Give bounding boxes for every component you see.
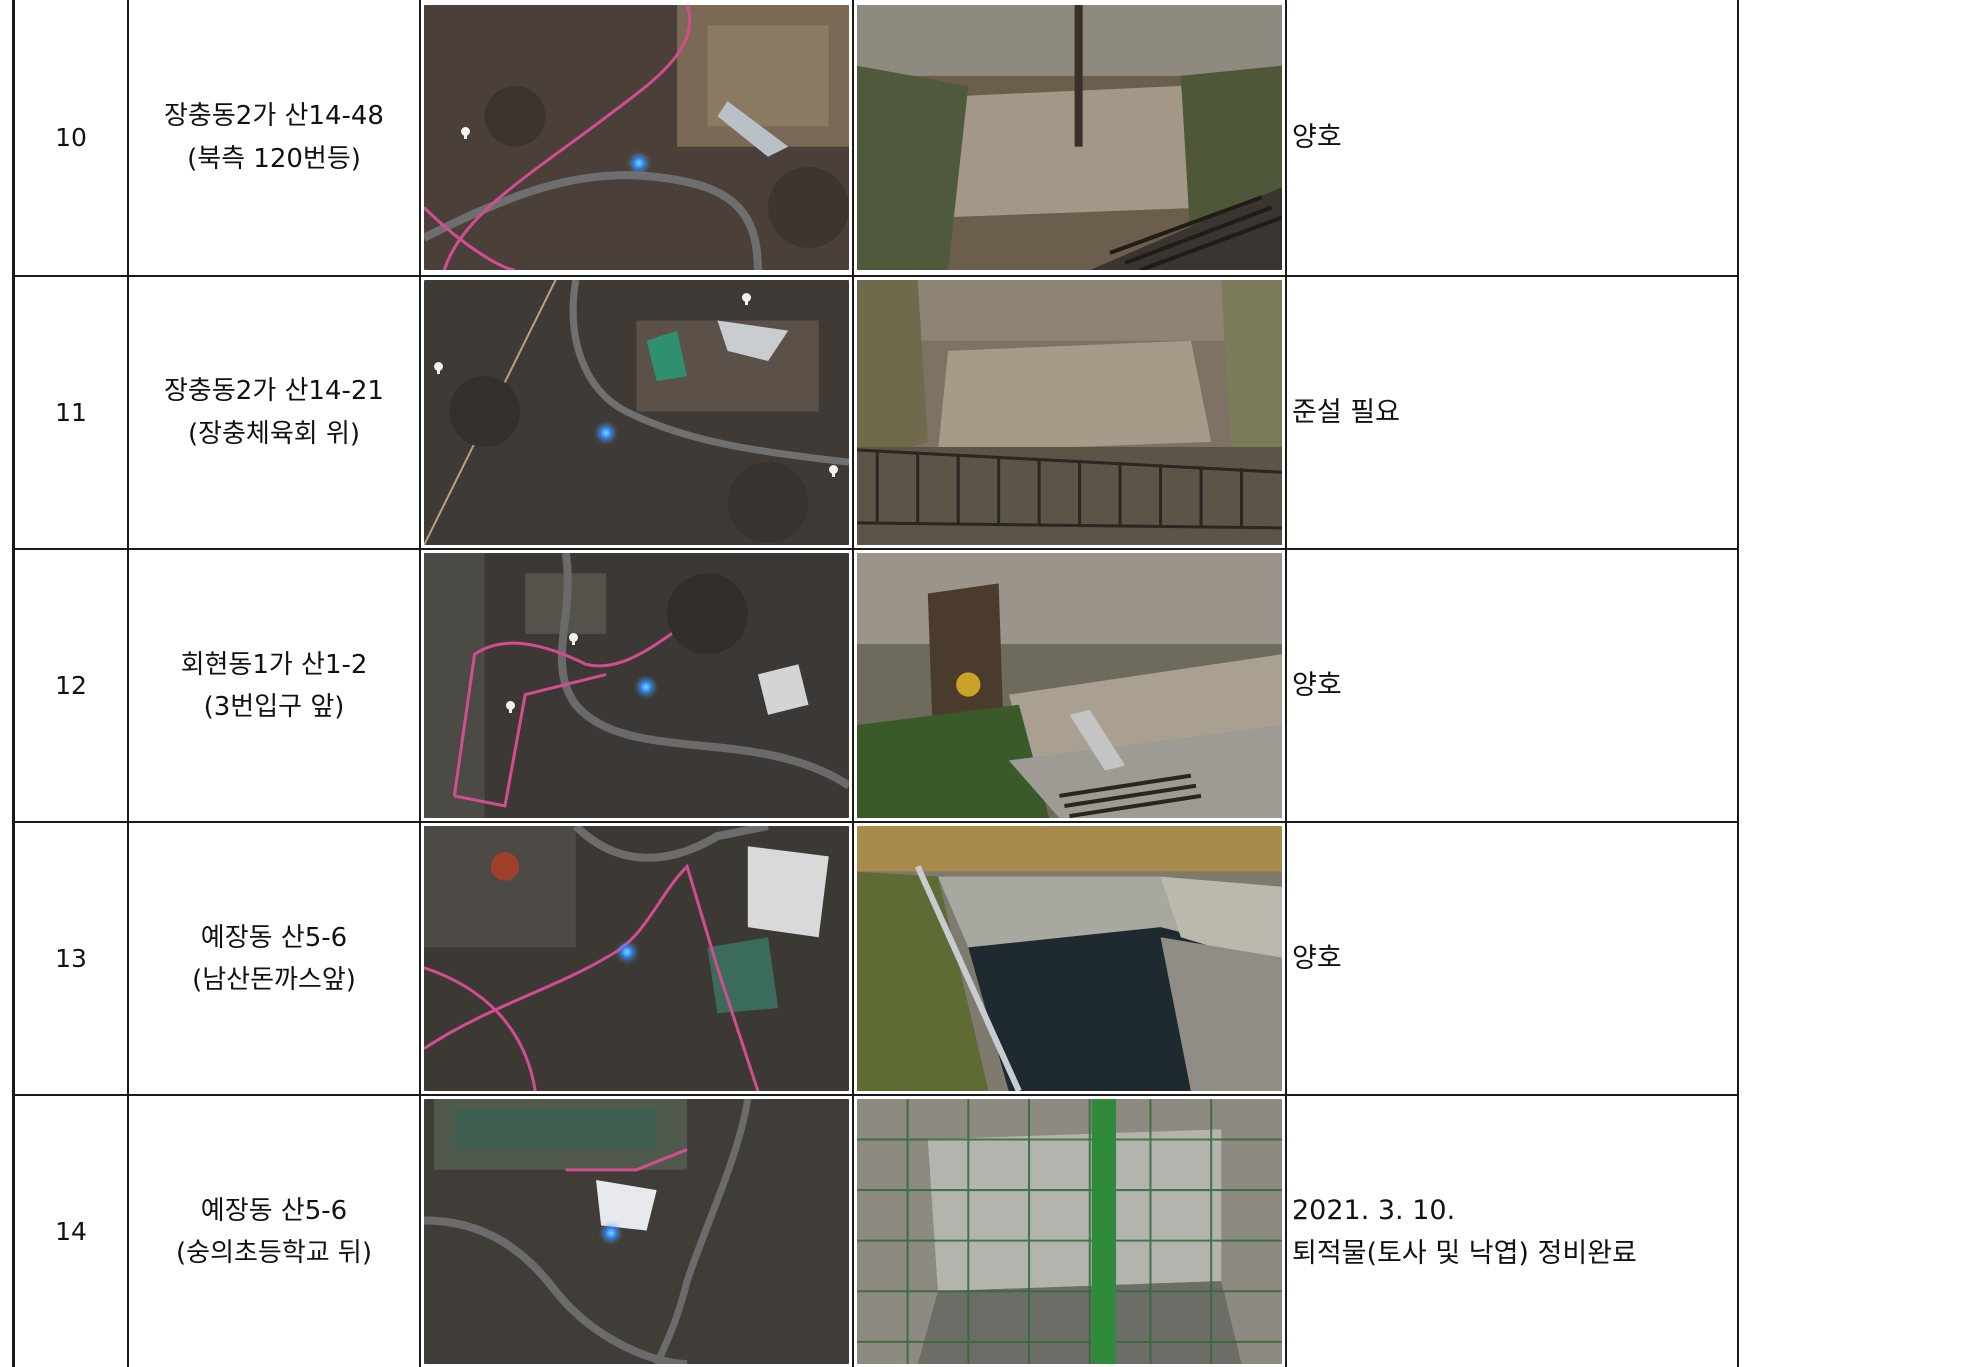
site-photo: [857, 280, 1282, 546]
site-photo: [857, 1099, 1282, 1365]
address-cell: 회현동1가 산1-2 (3번입구 앞): [127, 548, 421, 824]
map-poi-icon: [434, 362, 443, 374]
photo-cell: [852, 274, 1287, 551]
location-text: (장충체육회 위): [187, 418, 361, 449]
address-text: 예장동 산5-6: [200, 1195, 348, 1226]
map-poi-icon: [569, 633, 578, 646]
status-cell: 양호: [1285, 821, 1739, 1097]
location-text: (남산돈까스앞): [192, 964, 356, 995]
location-pin-icon: [640, 681, 652, 694]
row-number: 10: [12, 0, 129, 277]
address-cell: 예장동 산5-6 (숭의초등학교 뒤): [127, 1094, 421, 1367]
satellite-map-image: [424, 826, 849, 1092]
note-cell: [1737, 1094, 1740, 1367]
note-cell: [1737, 0, 1740, 277]
status-text: 양호: [1292, 943, 1342, 975]
satellite-map-image: [424, 1099, 849, 1365]
photo-cell: [852, 548, 1287, 824]
address-text: 장충동2가 산14-48: [164, 101, 384, 132]
location-pin-icon: [605, 1227, 617, 1240]
location-pin-icon: [621, 946, 633, 959]
location-text: (숭의초등학교 뒤): [176, 1237, 372, 1268]
status-text: 퇴적물(토사 및 낙엽) 정비완료: [1292, 1237, 1637, 1269]
row-number: 12: [12, 548, 129, 824]
location-text: (북측 120번등): [187, 143, 361, 174]
map-cell: [419, 1094, 854, 1367]
table-row: 12 회현동1가 산1-2 (3번입구 앞): [12, 548, 1739, 824]
photo-cell: [852, 821, 1287, 1097]
site-photo: [857, 553, 1282, 819]
site-photo: [857, 826, 1282, 1092]
map-poi-icon: [461, 126, 470, 139]
photo-cell: [852, 1094, 1287, 1367]
address-cell: 장충동2가 산14-21 (장충체육회 위): [127, 274, 421, 551]
address-text: 회현동1가 산1-2: [180, 649, 368, 680]
row-number: 14: [12, 1094, 129, 1367]
map-poi-icon: [829, 465, 838, 477]
note-cell: [1737, 821, 1739, 1097]
row-number: 13: [12, 821, 129, 1097]
location-text: (3번입구 앞): [203, 691, 345, 722]
status-cell: 준설 필요: [1285, 274, 1739, 551]
map-poi-icon: [742, 293, 751, 305]
status-text: 양호: [1292, 670, 1342, 702]
row-number: 11: [12, 274, 129, 551]
location-pin-icon: [633, 156, 645, 169]
status-date: 2021. 3. 10.: [1292, 1194, 1456, 1226]
note-cell: [1737, 274, 1739, 551]
status-cell: 양호: [1285, 548, 1739, 824]
map-poi-icon: [506, 701, 515, 714]
map-cell: [419, 821, 854, 1097]
satellite-map-image: [424, 553, 849, 819]
status-text: 양호: [1292, 121, 1342, 153]
satellite-map-image: [424, 4, 849, 271]
table-row: 14 예장동 산5-6 (숭의초등학교 뒤): [12, 1094, 1740, 1367]
status-cell: 양호: [1285, 0, 1739, 277]
photo-cell: [852, 0, 1287, 277]
address-text: 장충동2가 산14-21: [164, 376, 384, 407]
map-cell: [419, 274, 854, 551]
address-text: 예장동 산5-6: [200, 922, 348, 953]
map-cell: [419, 548, 854, 824]
status-text: 준설 필요: [1292, 396, 1400, 428]
satellite-map-image: [424, 280, 849, 546]
note-cell: [1737, 548, 1739, 824]
site-photo: [857, 4, 1282, 271]
map-cell: [419, 0, 854, 277]
facility-inspection-table: 10 장충동2가 산14-48 (북측 120번등): [12, 0, 1740, 1367]
address-cell: 장충동2가 산14-48 (북측 120번등): [127, 0, 421, 277]
table-row: 13 예장동 산5-6 (남산돈까스앞): [12, 821, 1739, 1097]
address-cell: 예장동 산5-6 (남산돈까스앞): [127, 821, 421, 1097]
table-row: 11 장충동2가 산14-21 (장충체육회 위): [12, 274, 1739, 551]
location-pin-icon: [600, 427, 612, 439]
status-cell: 2021. 3. 10. 퇴적물(토사 및 낙엽) 정비완료: [1285, 1094, 1739, 1367]
table-row: 10 장충동2가 산14-48 (북측 120번등): [12, 0, 1740, 277]
